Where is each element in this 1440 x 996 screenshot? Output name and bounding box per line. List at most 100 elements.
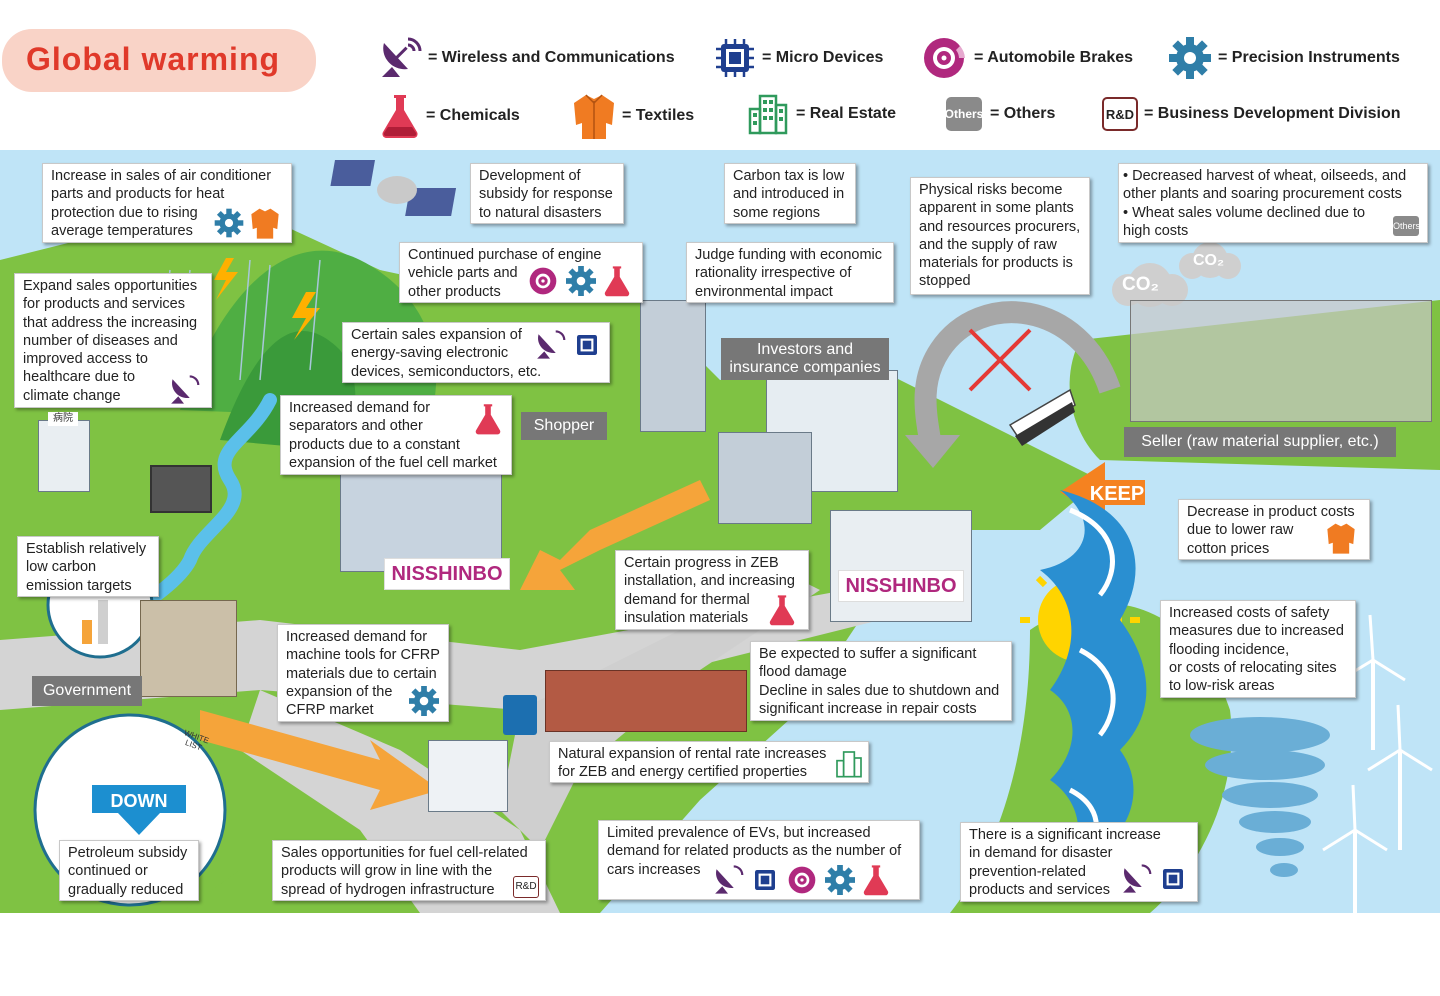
keep-label: KEEP (1089, 483, 1145, 505)
legend-label: = Micro Devices (762, 49, 884, 66)
callout-icons (1326, 522, 1356, 554)
flask-icon (604, 266, 630, 297)
callout-text: There is a significant increase in deman… (969, 827, 1161, 898)
page-title: Global warming (26, 41, 281, 77)
rd-icon-glyph: R&D (515, 881, 537, 892)
callout-text: Expand sales opportunities for products … (23, 278, 198, 404)
callout-economic-rationality: Judge funding with economic rationality … (686, 242, 894, 303)
flask-icon (382, 95, 418, 138)
callout-text: Certain sales expansion of energy-saving… (351, 327, 542, 380)
hydrogen-station (428, 740, 508, 812)
building-icon (836, 751, 862, 778)
legend-wireless: = Wireless and Communications (378, 37, 675, 79)
legend-brakes: = Automobile Brakes (920, 37, 1133, 79)
others-icon-glyph: Others (944, 107, 984, 121)
building-icon (748, 94, 788, 135)
callout-fuel-cell-separators: Increased demand for separators and othe… (280, 395, 512, 475)
gear-icon (1169, 37, 1211, 79)
co2-cloud-b: CO₂ (1193, 252, 1225, 269)
callout-text: Continued purchase of engine vehicle par… (408, 247, 602, 300)
hospital-building (38, 420, 90, 492)
callout-text: Increased costs of safety measures due t… (1169, 605, 1344, 695)
nisshinbo-logo-left: NISSHINBO (384, 558, 510, 590)
gear-icon (825, 865, 855, 895)
legend-others: Others = Others (944, 97, 1056, 131)
callout-carbon-targets: Establish relatively low carbon emission… (17, 536, 159, 597)
tall-building (640, 300, 706, 432)
callout-text: Carbon tax is low and introduced in some… (733, 168, 845, 221)
callout-hydrogen: Sales opportunities for fuel cell-relate… (272, 840, 546, 901)
charging-station-sign (503, 695, 537, 735)
legend-rd: R&D = Business Development Division (1102, 97, 1401, 131)
callout-icons (534, 330, 602, 360)
others-icon: Others (1393, 216, 1420, 236)
callout-text: Increase in sales of air conditioner par… (51, 168, 272, 239)
callout-text: Increased demand for separators and othe… (289, 400, 497, 471)
legend-label: = Chemicals (426, 107, 520, 124)
callout-text: Certain progress in ZEB installation, an… (624, 555, 795, 626)
callout-icons (214, 207, 280, 239)
legend-real-estate: = Real Estate (746, 93, 896, 135)
callout-text: Decrease in product costs due to lower r… (1187, 504, 1355, 557)
callout-icons (768, 594, 796, 626)
seller-label: Seller (raw material supplier, etc.) (1124, 427, 1396, 457)
callout-text: Increased demand for machine tools for C… (286, 629, 440, 719)
legend-label: = Business Development Division (1144, 105, 1401, 122)
callout-physical-risks: Physical risks become apparent in some p… (910, 177, 1090, 295)
shirt-icon (251, 208, 279, 239)
scene-illustration: Shopper Investors and insurance companie… (0, 150, 1440, 913)
legend-label: = Real Estate (796, 105, 897, 122)
callout-text: Development of subsidy for response to n… (479, 168, 613, 221)
callout-text: Be expected to suffer a significant floo… (759, 646, 1000, 717)
flask-icon (475, 404, 501, 435)
flask-icon (769, 595, 795, 626)
co2-cloud-a: CO₂ (1122, 274, 1159, 295)
shopper-label: Shopper (521, 412, 607, 440)
callout-icons (527, 265, 631, 297)
callout-text: Natural expansion of rental rate increas… (558, 746, 827, 781)
callout-text: Petroleum subsidy continued or gradually… (68, 845, 188, 898)
callout-flood-damage: Be expected to suffer a significant floo… (750, 641, 1012, 721)
brake-disc-icon (529, 267, 557, 295)
callout-disaster-subsidy: Development of subsidy for response to n… (470, 163, 624, 224)
callout-text: Limited prevalence of EVs, but increased… (607, 825, 902, 878)
microchip-icon (716, 39, 754, 77)
refinery-plant (1130, 300, 1432, 422)
telemedicine-screen (150, 465, 212, 513)
callout-icons (1120, 864, 1188, 894)
title-pill (2, 29, 316, 92)
callout-safety-costs: Increased costs of safety measures due t… (1160, 600, 1356, 698)
flask-icon (863, 865, 889, 896)
callout-text: Physical risks become apparent in some p… (919, 182, 1081, 290)
rd-icon: R&D (513, 876, 539, 898)
callout-disaster-prevention: There is a significant increase in deman… (960, 822, 1198, 902)
nisshinbo-logo-right: NISSHINBO (838, 570, 964, 602)
gear-icon (409, 686, 439, 716)
callout-carbon-tax: Carbon tax is low and introduced in some… (724, 163, 856, 224)
callout-healthcare: Expand sales opportunities for products … (14, 273, 212, 408)
legend-label: = Others (990, 105, 1056, 122)
legend-micro: = Micro Devices (714, 37, 883, 79)
callout-icons (474, 402, 502, 436)
satellite-dish-icon (715, 865, 744, 894)
callout-ev-demand: Limited prevalence of EVs, but increased… (598, 820, 920, 900)
legend-label: = Precision Instruments (1218, 49, 1400, 66)
callout-rental-rate: Natural expansion of rental rate increas… (549, 741, 869, 783)
shirt-icon (1327, 523, 1355, 554)
shirt-icon (574, 94, 614, 139)
callout-cfrp: Increased demand for machine tools for C… (277, 624, 449, 722)
down-label: DOWN (110, 791, 168, 811)
legend-label: = Automobile Brakes (974, 49, 1134, 66)
government-label: Government (32, 676, 142, 706)
gear-icon (214, 208, 244, 238)
satellite-dish-icon (537, 330, 566, 359)
callout-icons (408, 686, 440, 716)
brake-disc-icon (924, 38, 965, 78)
gear-icon (566, 266, 596, 296)
callout-text: Establish relatively low carbon emission… (26, 541, 147, 594)
rd-icon-glyph: R&D (1105, 106, 1135, 122)
callout-icons (168, 375, 200, 405)
callout-text: • Decreased harvest of wheat, oilseeds, … (1123, 168, 1407, 239)
microchip-icon (577, 335, 597, 355)
legend-chemicals: = Chemicals (380, 93, 520, 139)
